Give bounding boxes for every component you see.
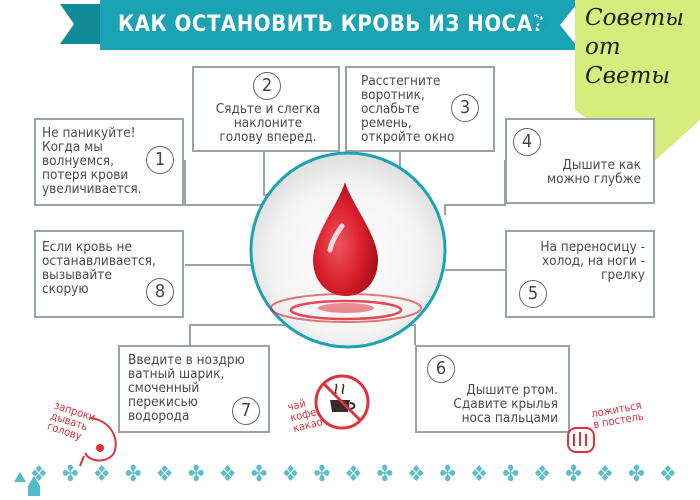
tip-text-5: На переносицу - холод, на ноги - грелку [540, 239, 645, 283]
tip-text-1: Не паникуйте! Когда мы волнуемся, потеря… [42, 125, 142, 197]
tip-text-6: Дышите ртом. Сдавите крылья носа пальцам… [453, 382, 558, 426]
tip-text-4: Дышите как можно глубже [547, 157, 641, 187]
tip-number-8: 8 [146, 278, 174, 306]
tag-line-1: Советы [585, 5, 684, 31]
tag-line-2: от [585, 34, 621, 60]
tag-text: Советы от Светы [585, 4, 697, 91]
tip-box-6: 6 Дышите ртом. Сдавите крылья носа пальц… [415, 345, 570, 433]
ornament-pattern: ❖ ✤ ❖ ✤ ❖ ✤ ❖ ✤ ❖ ✤ ❖ ✤ ❖ ✤ ❖ ✤ ❖ ✤ ❖ ✤ … [30, 462, 690, 487]
tip-box-3: 3 Расстегните воротник, ослабьте ремень,… [345, 66, 495, 152]
tip-box-4: 4 Дышите как можно глубже [505, 118, 655, 204]
snowflake-icon: ❄ [530, 8, 550, 38]
hand-icon [567, 427, 595, 453]
tip-number-1: 1 [146, 146, 174, 174]
tip-box-7: 7 Введите в ноздрю ватный шарик, смоченн… [118, 345, 270, 433]
ornament-border [14, 472, 40, 496]
tip-number-7: 7 [232, 397, 260, 425]
tip-box-2: 2 Сядьте и слегка наклоните голову впере… [192, 66, 340, 152]
tip-text-3: Расстегните воротник, ослабьте ремень, о… [361, 73, 455, 145]
tip-number-2: 2 [253, 72, 281, 100]
tip-number-3: 3 [451, 94, 479, 122]
tip-box-5: 5 На переносицу - холод, на ноги - грелк… [505, 230, 655, 318]
blood-drop-icon [249, 151, 447, 349]
tag-line-3: Светы [585, 63, 671, 89]
tip-number-5: 5 [519, 280, 547, 308]
title-ribbon [60, 0, 580, 50]
no-coffee-icon [314, 374, 370, 430]
tip-number-4: 4 [513, 128, 541, 156]
page-title: КАК ОСТАНОВИТЬ КРОВЬ ИЗ НОСА? [118, 12, 545, 37]
tip-box-8: 8 Если кровь не останавливается, вызывай… [34, 230, 184, 318]
tip-number-6: 6 [427, 355, 455, 383]
head-tilt-icon [79, 417, 117, 467]
tip-box-1: 1 Не паникуйте! Когда мы волнуемся, поте… [34, 118, 184, 206]
tip-text-7: Введите в ноздрю ватный шарик, смоченный… [128, 352, 245, 424]
tip-text-2: Сядьте и слегка наклоните голову вперед. [215, 101, 321, 145]
tip-text-8: Если кровь не останавливается, вызывайте… [42, 239, 156, 297]
